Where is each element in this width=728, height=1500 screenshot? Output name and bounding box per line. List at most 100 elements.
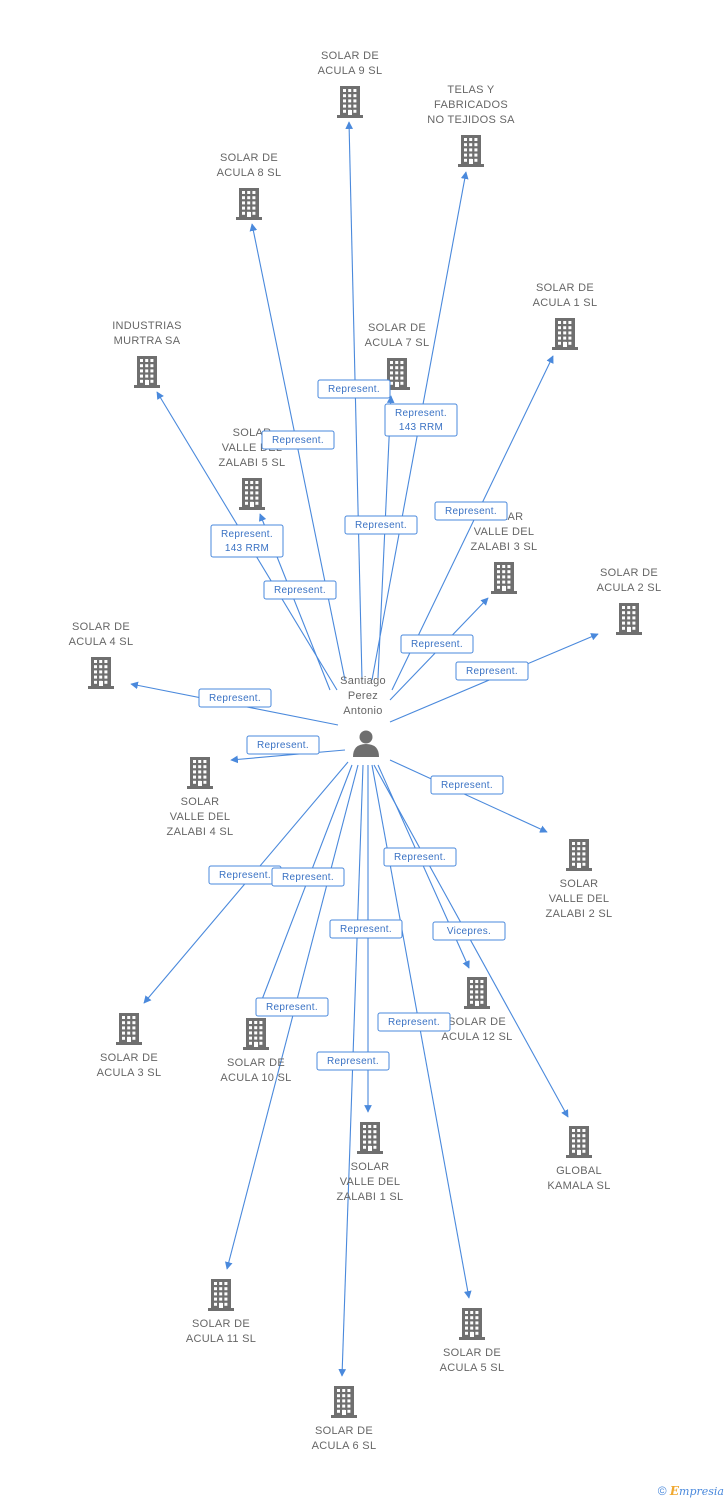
person-icon <box>353 730 379 757</box>
company-label-line: ACULA 9 SL <box>318 65 383 77</box>
company-label-line: VALLE DEL <box>170 811 231 823</box>
company-label-line: ACULA 2 SL <box>597 582 662 594</box>
acula12-building-icon <box>464 977 490 1009</box>
acula2-building-icon <box>616 603 642 635</box>
zalabi2-building-icon <box>566 839 592 871</box>
company-label-line: VALLE DEL <box>474 526 535 538</box>
footer-brand[interactable]: © Empresia <box>658 1484 724 1498</box>
edge-acula1 <box>391 355 554 691</box>
company-label-line: SOLAR DE <box>443 1347 501 1359</box>
edge-label-text: Represent. <box>257 740 309 751</box>
company-label-line: SOLAR DE <box>536 282 594 294</box>
edge-label-text: Represent. <box>327 1056 379 1067</box>
brand-initial: E <box>669 1484 680 1498</box>
edge-label-acula4: Represent. <box>198 688 272 708</box>
edge-label-text: Represent. <box>282 872 334 883</box>
edge-label-zalabi2: Represent. <box>430 775 504 795</box>
edge-label-text: Represent. <box>445 506 497 517</box>
company-label-line: ACULA 8 SL <box>217 167 282 179</box>
company-label-line: GLOBAL <box>556 1165 602 1177</box>
edge-label-kamala: Vicepres. <box>432 921 506 941</box>
edge-label-text: 143 RRM <box>399 422 443 433</box>
company-label-line: TELAS Y <box>447 84 495 96</box>
acula5-building-icon <box>459 1308 485 1340</box>
edge-kamala <box>373 764 569 1118</box>
company-label-line: ACULA 1 SL <box>533 297 598 309</box>
copyright-symbol: © <box>657 1484 667 1498</box>
company-label-line: ACULA 12 SL <box>441 1031 512 1043</box>
person-name-line: Santiago <box>340 675 386 687</box>
edge-label-text: Represent. <box>388 1017 440 1028</box>
company-label-line: ACULA 7 SL <box>365 337 430 349</box>
company-label-line: FABRICADOS <box>434 99 508 111</box>
company-label-line: INDUSTRIAS <box>112 320 182 332</box>
company-label-line: ZALABI 1 SL <box>337 1191 404 1203</box>
edge-label-telas: Represent.143 RRM <box>384 403 458 437</box>
company-label-line: NO TEJIDOS SA <box>427 114 515 126</box>
zalabi4-building-icon <box>187 757 213 789</box>
company-label-line: ZALABI 2 SL <box>546 908 613 920</box>
company-node-acula7[interactable]: SOLAR DE ACULA 7 SL <box>365 322 430 390</box>
edge-label-text: Represent. <box>221 529 273 540</box>
edge-label-text: Represent. <box>209 693 261 704</box>
company-label-line: SOLAR DE <box>72 621 130 633</box>
zalabi5-building-icon <box>239 478 265 510</box>
acula3-building-icon <box>116 1013 142 1045</box>
acula4-building-icon <box>88 657 114 689</box>
edge-label-text: Vicepres. <box>447 926 491 937</box>
edge-label-acula1: Represent. <box>434 501 508 521</box>
acula8-building-icon <box>236 188 262 220</box>
person-name-line: Perez <box>348 690 378 702</box>
acula7-building-icon <box>384 358 410 390</box>
company-label-line: SOLAR <box>181 796 220 808</box>
company-label-line: ZALABI 5 SL <box>219 457 286 469</box>
edge-label-zalabi3: Represent. <box>400 634 474 654</box>
company-label-line: ACULA 10 SL <box>220 1072 291 1084</box>
company-label-line: SOLAR DE <box>368 322 426 334</box>
company-label-line: ACULA 5 SL <box>440 1362 505 1374</box>
company-label-line: SOLAR DE <box>315 1425 373 1437</box>
edge-label-acula10: Represent. <box>271 867 345 887</box>
company-label-line: ZALABI 4 SL <box>167 826 234 838</box>
edge-label-acula5: Represent. <box>377 1012 451 1032</box>
company-label-line: SOLAR DE <box>448 1016 506 1028</box>
acula9-building-icon <box>337 86 363 118</box>
edge-label-text: Represent. <box>272 435 324 446</box>
company-node-acula12[interactable]: SOLAR DE ACULA 12 SL <box>441 977 512 1043</box>
company-node-telas[interactable]: TELAS Y FABRICADOS NO TEJIDOS SA <box>427 84 515 167</box>
edge-label-text: Represent. <box>355 520 407 531</box>
edge-label-text: Represent. <box>411 639 463 650</box>
edge-label-acula12: Represent. <box>383 847 457 867</box>
edge-label-zalabi5: Represent.143 RRM <box>210 524 284 558</box>
company-label-line: SOLAR DE <box>100 1052 158 1064</box>
edge-acula9 <box>345 121 363 681</box>
company-label-line: VALLE DEL <box>340 1176 401 1188</box>
company-node-acula1[interactable]: SOLAR DE ACULA 1 SL <box>533 282 598 350</box>
zalabi1-building-icon <box>357 1122 383 1154</box>
zalabi3-building-icon <box>491 562 517 594</box>
edge-label-acula2: Represent. <box>455 661 529 681</box>
edge-labels-layer: Represent.Represent.143 RRMRepresent.Rep… <box>198 379 529 1071</box>
edge-label-murtra: Represent. <box>263 580 337 600</box>
company-node-zalabi4[interactable]: SOLAR VALLE DEL ZALABI 4 SL <box>167 757 234 838</box>
company-node-acula5[interactable]: SOLAR DE ACULA 5 SL <box>440 1308 505 1374</box>
company-label-line: SOLAR <box>560 878 599 890</box>
edge-zalabi2 <box>389 759 548 833</box>
edge-label-text: Represent. <box>266 1002 318 1013</box>
